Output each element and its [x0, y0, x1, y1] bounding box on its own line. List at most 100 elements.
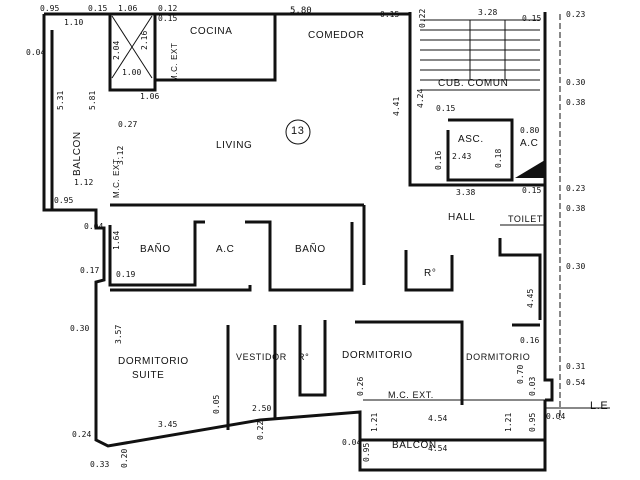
dim: 4.45: [526, 288, 535, 308]
dim: 1.06: [140, 92, 160, 101]
dim: 0.19: [116, 270, 136, 279]
label-bano-left: BAÑO: [140, 244, 171, 255]
label-vestidor: VESTIDOR: [236, 352, 287, 362]
dim: 0.38: [566, 98, 586, 107]
asc-box: [446, 118, 514, 182]
dim: 0.30: [70, 324, 90, 333]
label-ac-mid: A.C: [216, 244, 235, 255]
stair-core-wall: [408, 12, 545, 187]
dim: 0.15: [436, 104, 456, 113]
label-mc-ext-bottom: M.C. EXT.: [388, 390, 434, 400]
dim: 0.12: [158, 4, 178, 13]
dim: 0.16: [434, 150, 443, 170]
dim: 4.54: [428, 444, 448, 453]
dim: 1.64: [112, 230, 121, 250]
label-ro-hall: R°: [424, 268, 437, 279]
dim: 4.24: [416, 88, 425, 108]
label-bano-right: BAÑO: [295, 244, 326, 255]
dim: 0.04: [342, 438, 362, 447]
asc-hatch: [515, 160, 545, 178]
label-dormitorio-right: DORMITORIO: [466, 352, 531, 362]
dim: 0.70: [516, 364, 525, 384]
dim: 0.22: [256, 420, 265, 440]
dim: 2.16: [140, 30, 149, 50]
dim: 4.54: [428, 414, 448, 423]
dim: 3.45: [158, 420, 178, 429]
dim: 3.28: [478, 8, 498, 17]
dim: 5.31: [56, 90, 65, 110]
dim: 0.18: [494, 148, 503, 168]
dim: 0.95: [54, 196, 74, 205]
dim: 0.54: [566, 378, 586, 387]
unit-number: 13: [291, 125, 305, 137]
label-dormitorio-mid: DORMITORIO: [342, 350, 413, 361]
vestidor-wall: [273, 320, 327, 420]
dim: 0.95: [528, 412, 537, 432]
dim: 1.21: [504, 412, 513, 432]
label-balcon-left: BALCON: [72, 131, 83, 176]
dim: 0.15: [158, 14, 178, 23]
dim: 4.41: [392, 96, 401, 116]
label-dorm-suite-1: DORMITORIO: [118, 356, 189, 367]
label-toilet: TOILET: [508, 214, 543, 224]
dim: 1.00: [122, 68, 142, 77]
dim: 0.20: [120, 448, 129, 468]
dim: 0.05: [212, 394, 221, 414]
dim: 2.43: [452, 152, 472, 161]
dim: 0.80: [520, 126, 540, 135]
dim: 0.15: [88, 4, 108, 13]
dim: 0.22: [418, 8, 427, 28]
dim: 0.04: [26, 48, 46, 57]
label-living: LIVING: [216, 140, 253, 151]
dim: 0.24: [72, 430, 92, 439]
dim: 0.95: [40, 4, 60, 13]
dim: 0.95: [362, 442, 371, 462]
dim: 1.12: [74, 178, 94, 187]
dorm-mid-wall: [355, 320, 464, 405]
bath-right-wall: [245, 220, 354, 292]
kitchen-duct: [111, 15, 153, 79]
label-dorm-suite-2: SUITE: [132, 370, 165, 381]
label-cocina: COCINA: [190, 26, 233, 37]
label-cub-comun: CUB. COMUN: [438, 78, 509, 89]
dim: 1.10: [64, 18, 84, 27]
dim: 0.33: [90, 460, 110, 469]
dim: 5.81: [88, 90, 97, 110]
dim: 0.04: [84, 222, 104, 231]
outer-wall-top-left: [42, 14, 547, 472]
dim: 2.50: [252, 404, 272, 413]
dim: 0.26: [356, 376, 365, 396]
dim: 3.57: [114, 324, 123, 344]
bath-left-wall: [108, 220, 205, 287]
label-ac-top: A.C: [520, 138, 539, 149]
dim: 0.04: [546, 412, 566, 421]
dim: 1.21: [370, 412, 379, 432]
stair-lines: [420, 19, 540, 91]
label-ro-vest: R°: [298, 352, 310, 362]
unit-number-circle: [285, 119, 311, 145]
dim: 0.38: [566, 204, 586, 213]
hall-shaft: [404, 250, 454, 292]
label-hall: HALL: [448, 212, 476, 223]
dim: 0.16: [520, 336, 540, 345]
dim: 0.23: [566, 10, 586, 19]
kitchen-wall: [108, 14, 277, 92]
dim: 3.38: [456, 188, 476, 197]
dim: 0.30: [566, 78, 586, 87]
dim: 0.15: [522, 186, 542, 195]
dim: 0.15: [380, 10, 400, 19]
dim: 0.30: [566, 262, 586, 271]
dorm-right-wall: [498, 238, 542, 327]
label-mc-ext-top: M.C. EXT: [170, 42, 179, 82]
label-balcon-bottom: BALCON: [392, 440, 437, 451]
dim: 1.06: [118, 4, 138, 13]
dim: 2.04: [112, 40, 121, 60]
dim: 0.31: [566, 362, 586, 371]
label-comedor: COMEDOR: [308, 30, 365, 41]
dim: 0.27: [118, 120, 138, 129]
dim: 0.15: [522, 14, 542, 23]
dim: 0.23: [566, 184, 586, 193]
label-le: L.E: [590, 400, 609, 412]
label-asc: ASC.: [458, 134, 484, 145]
